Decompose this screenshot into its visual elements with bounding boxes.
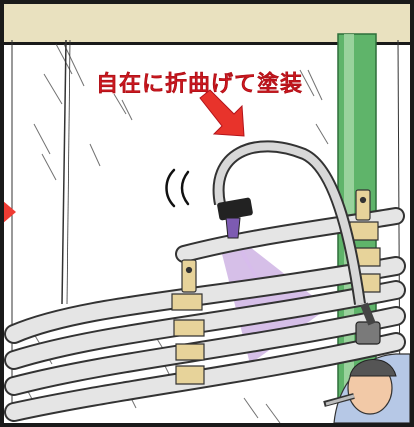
header-band [4,4,410,45]
down-right-arrow-icon [199,89,245,137]
caption-text: 自在に折曲げて塗装 [96,72,304,97]
wall-corner-shade [66,39,71,305]
worker-figure [323,302,410,423]
spray-nozzle [217,197,253,239]
flexible-hose-fill [214,142,364,305]
clamp-left [171,259,205,385]
spray-cone [222,236,328,364]
sound-wave-icon [165,168,190,208]
right-triangle-icon [4,200,16,224]
scene-drawing [4,33,410,423]
clamp-right [349,189,381,293]
wall-corner [61,39,67,305]
